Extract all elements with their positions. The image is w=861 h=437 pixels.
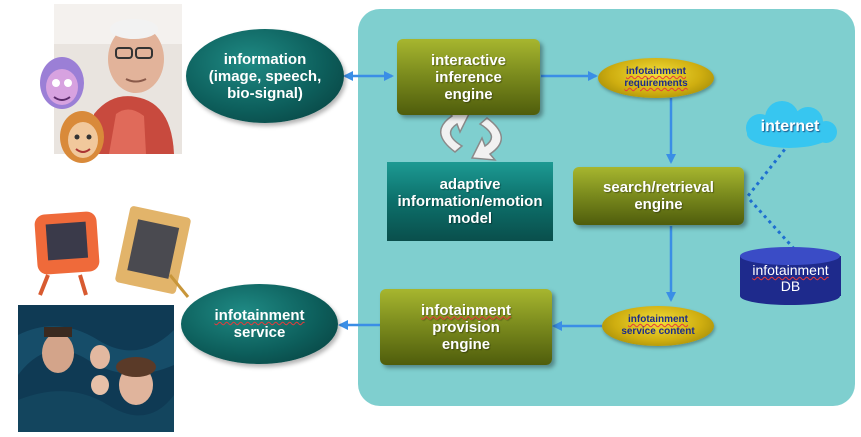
service-word: infotainment [214, 307, 305, 324]
search-engine-label: search/retrieval engine [603, 179, 714, 213]
information-label: information (image, speech, bio-signal) [208, 50, 322, 102]
provision-word: infotainment [421, 301, 511, 319]
family-photo-display [18, 305, 174, 432]
internet-node: internet [752, 118, 828, 142]
service-sub: service [233, 324, 286, 341]
provision-sub: provision engine [432, 318, 500, 353]
elderly-man-photo [54, 4, 182, 154]
cartoon-faces-illustration [30, 45, 110, 170]
infotainment-content-node: infotainment service content [602, 306, 714, 346]
content-sub: service content [621, 326, 695, 337]
requirements-word: infotainment [626, 66, 686, 77]
requirements-sub: requirements [624, 78, 688, 89]
dotted-link-internet [746, 143, 791, 197]
infotainment-db-node: infotainment DB [740, 262, 841, 298]
db-word: infotainment [752, 262, 829, 278]
infotainment-requirements-node: infotainment requirements [598, 58, 714, 98]
adaptive-model-label: adaptive information/emotion model [397, 176, 543, 227]
digital-photo-frames [30, 205, 195, 300]
infotainment-provision-engine: infotainment provision engine [380, 289, 552, 365]
db-sub: DB [780, 278, 801, 294]
inference-engine-label: interactive inference engine [430, 51, 507, 103]
content-word: infotainment [628, 314, 688, 325]
dotted-link-db [748, 198, 799, 254]
information-node: information (image, speech, bio-signal) [186, 29, 344, 123]
interactive-inference-engine: interactive inference engine [397, 39, 540, 115]
database-cylinder-icon [740, 247, 841, 305]
search-retrieval-engine: search/retrieval engine [573, 167, 744, 225]
adaptive-model-box: adaptive information/emotion model [387, 162, 553, 241]
internet-cloud-icon [746, 101, 837, 148]
internet-label: internet [760, 118, 820, 135]
infotainment-service-node: infotainment service [181, 284, 338, 364]
cycle-arrows-icon [440, 109, 502, 161]
